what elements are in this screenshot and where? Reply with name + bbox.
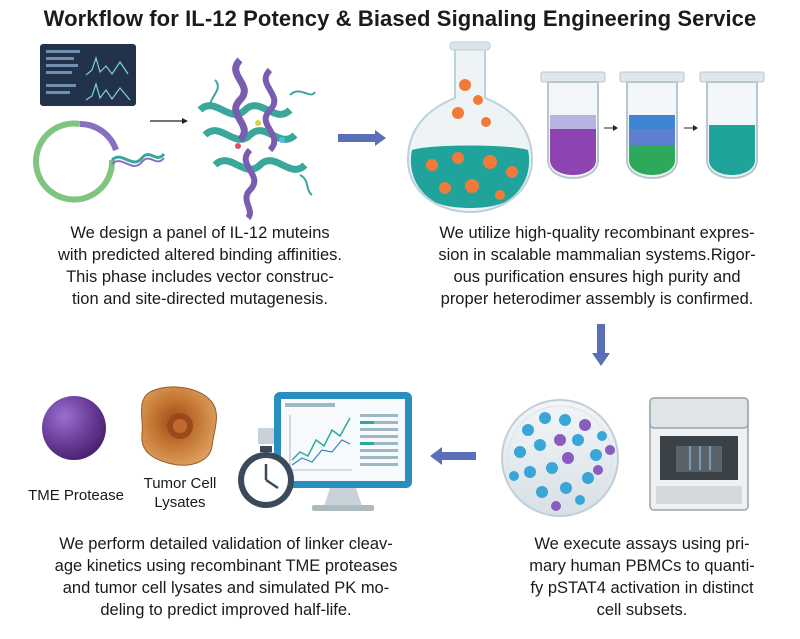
data-screen-icon [40, 44, 136, 106]
step-assay-description: We execute assays using pri- mary human … [529, 535, 755, 619]
arrow-left-icon [430, 447, 476, 465]
page-title: Workflow for IL-12 Potency & Biased Sign… [43, 6, 757, 31]
tme-protease-label: TME Protease [28, 487, 124, 504]
arrow-right-icon [338, 130, 386, 146]
flask-icon [406, 41, 534, 214]
arrow-icon [150, 118, 188, 124]
small-arrow-icon [604, 125, 698, 131]
tme-protease-icon [42, 396, 106, 460]
arrow-down-icon [592, 324, 610, 366]
tumor-cell-icon [141, 386, 217, 466]
tumor-cell-lysates-label: Tumor Cell Lysates [143, 475, 217, 511]
step-design-description: We design a panel of IL-12 muteins with … [57, 224, 343, 308]
protein-structure-icon [197, 57, 316, 220]
tube-3-icon [699, 71, 765, 179]
clock-icon [238, 428, 294, 508]
flow-cytometer-icon [649, 397, 749, 511]
tube-1-icon [540, 71, 606, 179]
tube-2-icon [619, 71, 685, 179]
step-expression-description: We utilize high-quality recombinant expr… [438, 224, 756, 308]
monitor-icon [274, 392, 412, 511]
petri-dish-icon [501, 399, 619, 517]
step-validation-description: We perform detailed validation of linker… [54, 535, 398, 619]
plasmid-icon [33, 120, 166, 203]
